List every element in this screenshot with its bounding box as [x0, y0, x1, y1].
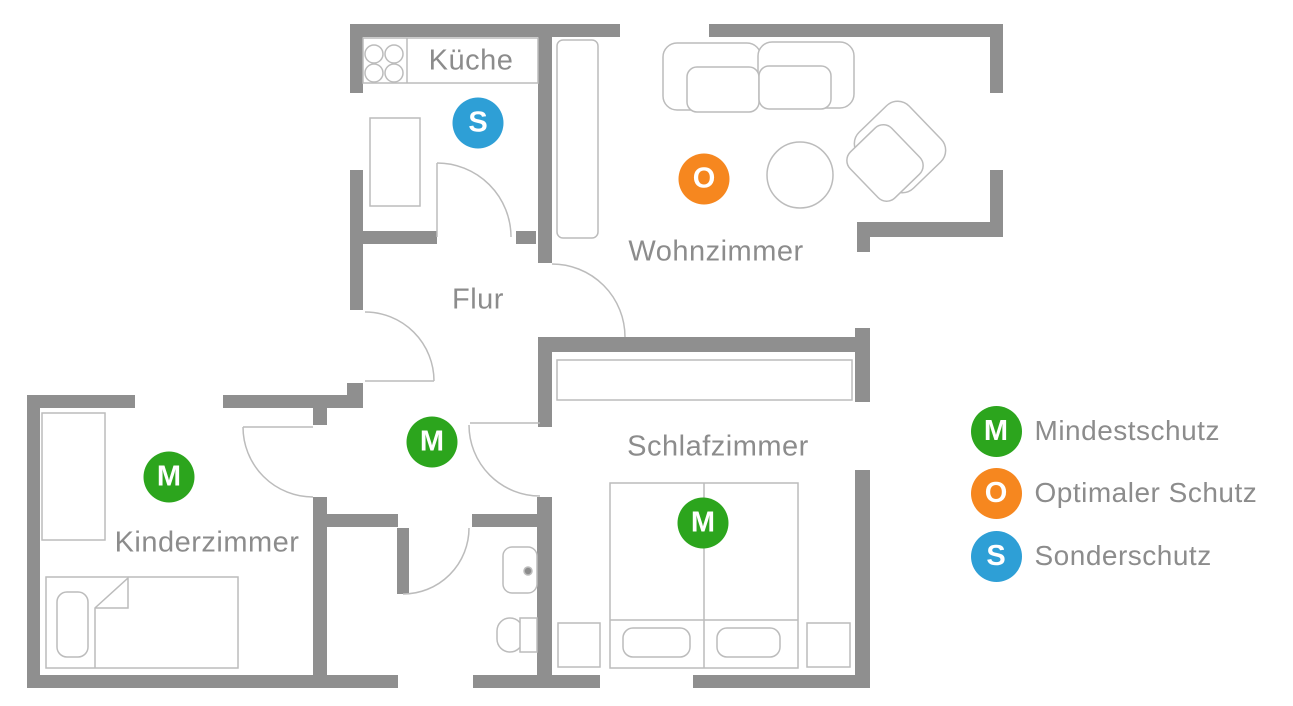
room-label-schlafzimmer: Schlafzimmer	[627, 430, 809, 463]
wall-segment	[397, 528, 409, 594]
wall-segment	[855, 328, 870, 402]
wall-segment	[990, 24, 1003, 93]
nightstand-icon	[806, 622, 851, 668]
marker-m: M	[143, 451, 195, 503]
room-label-wohnzimmer: Wohnzimmer	[628, 235, 804, 268]
nightstand-icon	[557, 622, 601, 668]
wall-segment	[538, 37, 552, 263]
wall-segment	[472, 514, 537, 527]
wall-segment	[473, 675, 600, 688]
door-arc	[551, 263, 626, 338]
door-arc	[402, 527, 470, 595]
wall-segment	[538, 337, 858, 352]
wall-segment	[350, 24, 363, 93]
wall-segment	[537, 497, 552, 688]
wall-segment	[223, 395, 363, 408]
wall-segment	[857, 222, 1003, 237]
sink-icon	[502, 546, 538, 594]
room-label-kinderzimmer: Kinderzimmer	[114, 526, 300, 559]
legend-symbol-s: S	[970, 530, 1022, 582]
stove-burner-icon	[364, 63, 384, 83]
stove-burner-icon	[364, 44, 384, 64]
sink-drain-icon	[523, 566, 533, 576]
armchair-seat-icon	[846, 124, 924, 202]
door-arc	[364, 311, 435, 382]
wall-segment	[313, 395, 327, 425]
wall-segment	[538, 352, 552, 427]
stove-burner-icon	[384, 44, 404, 64]
legend-symbol-m: M	[970, 405, 1022, 457]
wall-segment	[327, 514, 398, 527]
room-label-kueche: Küche	[428, 44, 514, 77]
wall-segment	[857, 237, 870, 252]
wall-segment	[27, 395, 40, 688]
legend-item-optimaler-schutz: O Optimaler Schutz	[970, 467, 1258, 519]
toilet-tank-icon	[519, 617, 538, 653]
marker-m: M	[406, 416, 458, 468]
wall-segment	[516, 231, 536, 244]
legend-label: Optimaler Schutz	[1034, 477, 1258, 508]
door-arc	[468, 424, 541, 497]
kids-blanket-fold-icon	[94, 576, 129, 668]
legend-label: Mindestschutz	[1034, 415, 1220, 446]
legend-label: Sonderschutz	[1034, 540, 1212, 571]
pillow-icon	[622, 627, 691, 658]
wall-segment	[990, 170, 1003, 237]
wall-segment	[27, 675, 398, 688]
bedroom-wardrobe-icon	[556, 359, 853, 401]
coffee-table-icon	[766, 141, 834, 209]
pillow-icon	[716, 627, 781, 658]
legend-symbol-o: O	[970, 467, 1022, 519]
legend-item-mindestschutz: M Mindestschutz	[970, 405, 1220, 457]
wall-segment	[313, 497, 327, 688]
marker-m: M	[677, 497, 729, 549]
wall-segment	[347, 383, 363, 408]
wall-segment	[350, 24, 620, 37]
room-label-flur: Flur	[452, 283, 504, 316]
kids-wardrobe-icon	[41, 412, 106, 541]
stove-burner-icon	[384, 63, 404, 83]
wall-segment	[693, 675, 870, 688]
sofa-seat-right-icon	[758, 65, 832, 110]
marker-s: S	[452, 97, 504, 149]
door-arc	[436, 162, 512, 238]
legend-item-sonderschutz: S Sonderschutz	[970, 530, 1212, 582]
marker-o: O	[678, 153, 730, 205]
wall-segment	[855, 470, 870, 688]
wall-segment	[709, 24, 1003, 37]
door-arc	[242, 426, 314, 498]
wall-segment	[352, 231, 437, 244]
wall-segment	[27, 395, 135, 408]
kids-pillow-icon	[56, 591, 89, 658]
hall-cabinet-icon	[556, 39, 599, 239]
fridge-icon	[369, 117, 421, 207]
